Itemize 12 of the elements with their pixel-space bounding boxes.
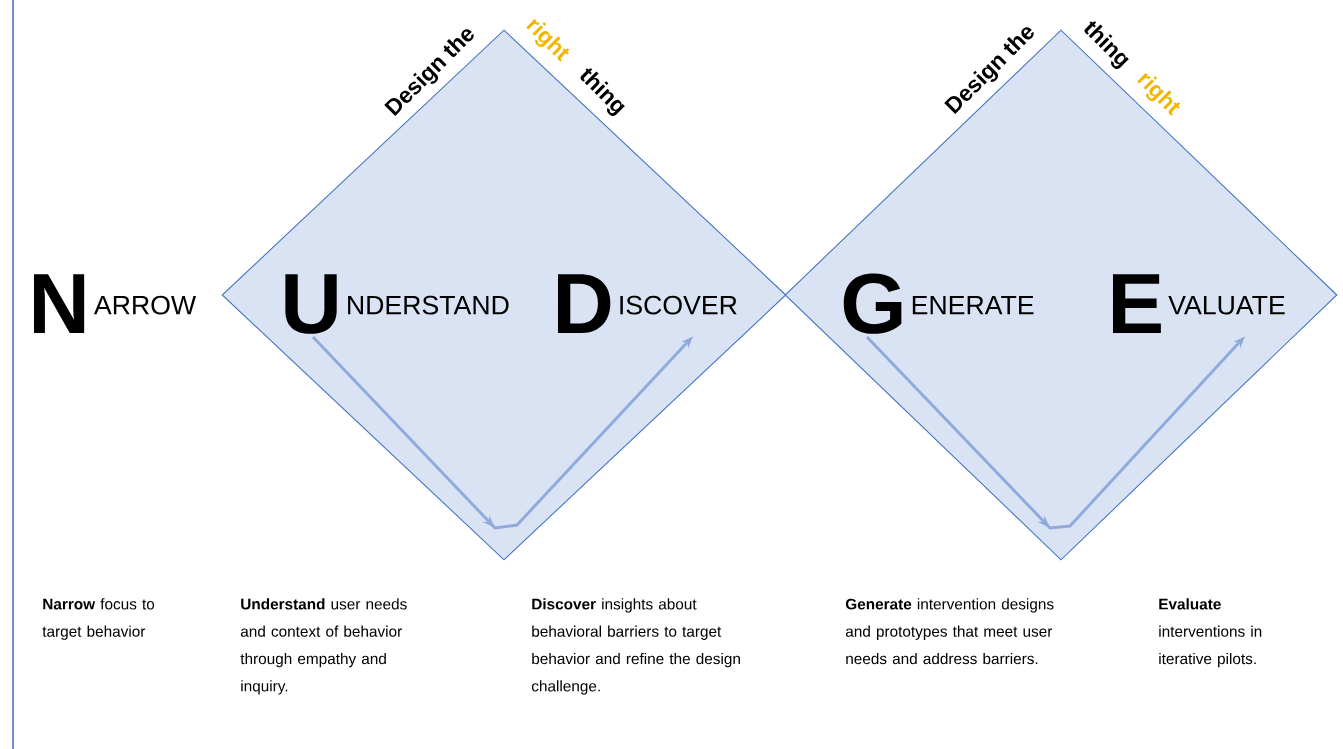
description-text: Generate intervention designs and prototypes that meet user needs and address barriers.	[845, 598, 1054, 665]
description-text: Discover insights about behavioral barriers to target behavior and refine the design challenge.	[531, 598, 740, 695]
phase-word: G ENERATE	[843, 273, 1034, 334]
description-text: Narrow focus to target behavior	[42, 598, 155, 640]
phase-word: D ISCOVER	[558, 274, 737, 333]
arrow	[865, 336, 1245, 530]
description-text: Evaluate interventions in iterative pilots.	[1159, 598, 1262, 668]
description-text: Understand user needs and context of behavior through empathy and inquiry.	[240, 598, 407, 695]
phase-word: N ARROW	[34, 274, 196, 333]
phase-word: U NDERSTAND	[285, 274, 509, 334]
phase-word: E VALUATE	[1113, 274, 1285, 333]
arrow	[311, 336, 693, 530]
